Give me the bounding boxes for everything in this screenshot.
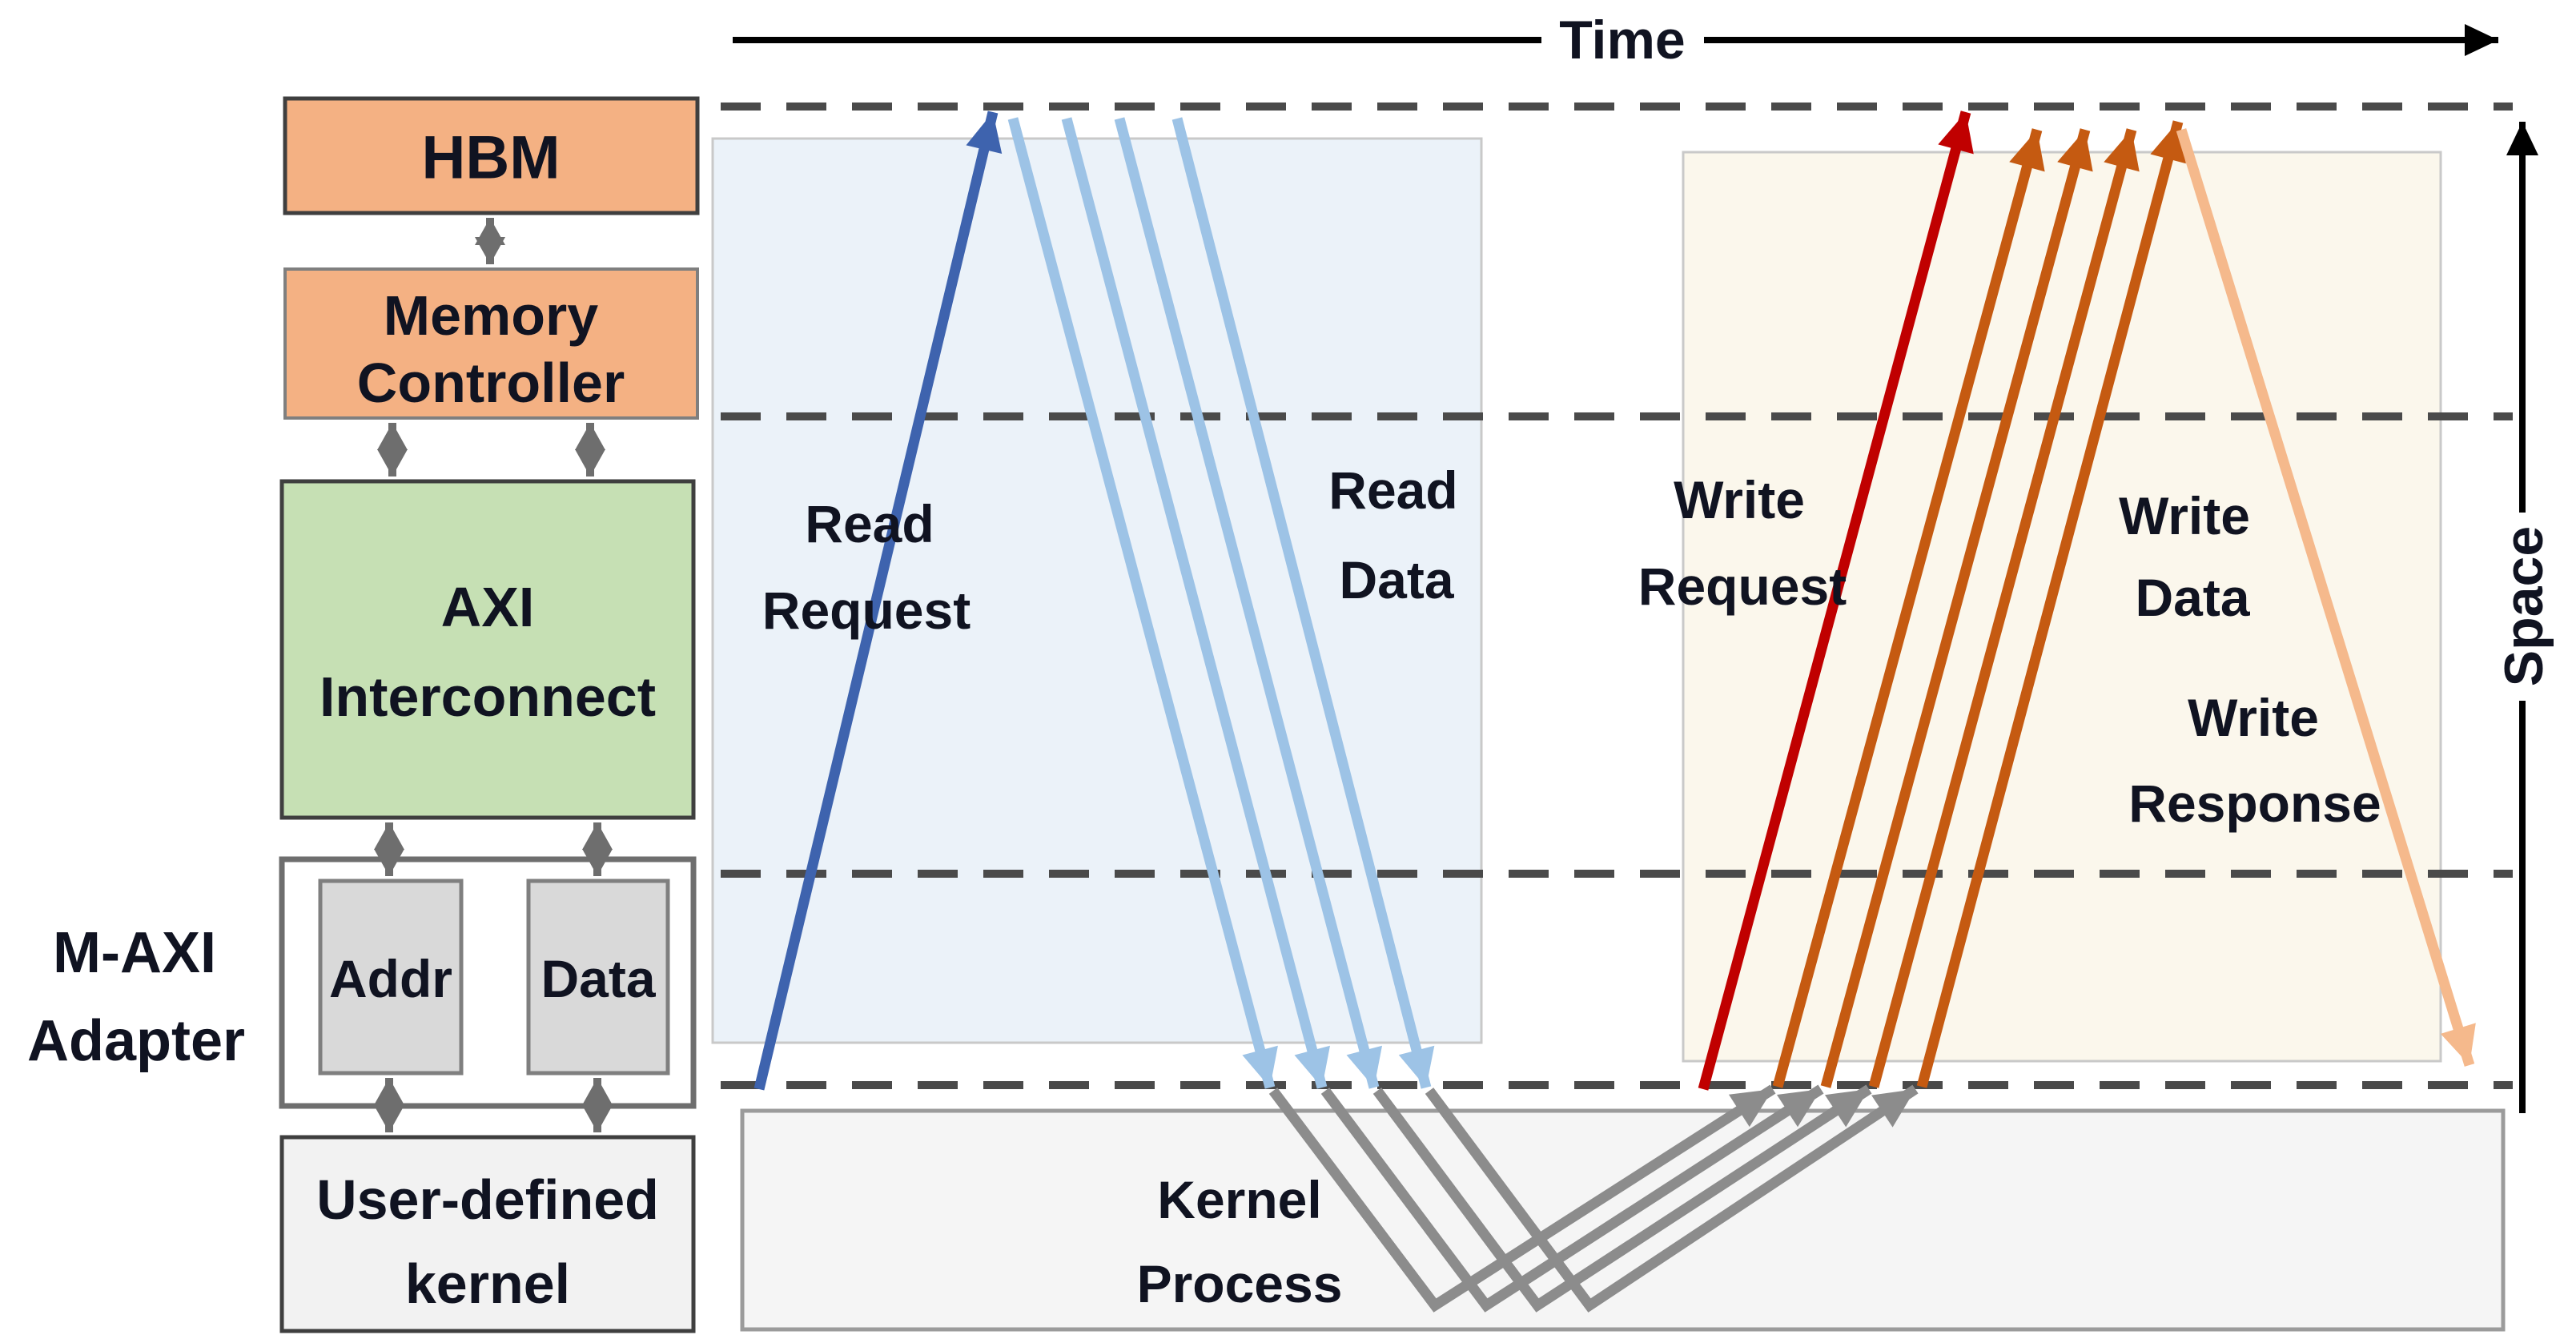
write-response-label-line2: Response <box>2128 774 2381 833</box>
write-response-label-line1: Write <box>2188 688 2319 747</box>
memory-stack: HBM Memory Controller AXI Interconnect A… <box>27 96 700 1333</box>
write-transaction-region <box>1682 151 2442 1063</box>
read-data-arrows <box>1007 117 1435 1089</box>
write-data-arrow <box>1868 128 2140 1088</box>
space-level-lines <box>721 103 2513 1089</box>
read-request-label-line1: Read <box>805 494 934 553</box>
stack-connectors <box>374 218 613 1132</box>
read-request-arrow <box>754 111 1003 1091</box>
read-data-arrow <box>1171 117 1435 1089</box>
read-data-label-line1: Read <box>1328 460 1457 520</box>
kernel-process-arrows <box>1268 1084 1919 1313</box>
kernel-process-label-line2: Process <box>1137 1254 1343 1313</box>
flow-labels: Read Request Read Data Write Request Wri… <box>762 460 2381 1313</box>
user-kernel-label-line1: User-defined <box>316 1168 659 1231</box>
read-data-arrow <box>1061 117 1331 1089</box>
read-data-label-line2: Data <box>1339 550 1454 609</box>
kernel-process-arrow <box>1425 1084 1919 1313</box>
axi-interconnect-label-line2: Interconnect <box>319 665 656 728</box>
kernel-process-label-line1: Kernel <box>1157 1170 1321 1229</box>
kernel-process-arrow <box>1268 1084 1776 1313</box>
read-request-label-line2: Request <box>762 581 971 640</box>
write-data-label-line2: Data <box>2135 568 2250 627</box>
write-data-arrows <box>1772 120 2186 1088</box>
addr-channel-block <box>318 879 464 1076</box>
space-axis: Space <box>2494 122 2554 1113</box>
time-axis-label: Time <box>1559 10 1685 70</box>
write-request-label-line2: Request <box>1638 557 1847 616</box>
time-axis: Time <box>733 10 2498 70</box>
write-request-arrow <box>1698 111 1974 1091</box>
memory-controller-label-line2: Controller <box>357 352 625 414</box>
write-request-label-line1: Write <box>1674 470 1805 529</box>
user-kernel-block <box>279 1135 696 1333</box>
memory-controller-block <box>283 267 699 420</box>
write-data-arrow <box>1916 120 2186 1088</box>
m-axi-adapter-label-line2: Adapter <box>27 1009 245 1073</box>
user-kernel-label-line2: kernel <box>405 1253 570 1315</box>
read-data-arrow <box>1007 117 1278 1089</box>
data-channel-block <box>526 879 670 1076</box>
hbm-label: HBM <box>421 124 560 192</box>
data-channel-label: Data <box>541 949 656 1008</box>
axi-interconnect-label-line1: AXI <box>441 576 535 638</box>
write-data-arrow <box>1772 128 2045 1088</box>
memory-controller-label-line1: Memory <box>384 284 598 347</box>
hbm-block <box>283 96 700 215</box>
m-axi-adapter-label-line1: M-AXI <box>53 921 216 985</box>
read-data-arrow <box>1114 117 1383 1089</box>
space-axis-label: Space <box>2494 526 2554 686</box>
axi-interconnect-block <box>279 479 696 820</box>
write-data-arrow <box>1820 128 2093 1088</box>
addr-channel-label: Addr <box>329 949 452 1008</box>
write-data-label-line1: Write <box>2119 486 2250 545</box>
kernel-process-arrow <box>1320 1084 1824 1313</box>
write-response-arrow <box>2176 128 2476 1067</box>
flow-arrows <box>754 111 2476 1313</box>
read-transaction-region <box>711 137 1483 1044</box>
kernel-process-arrow <box>1372 1084 1872 1313</box>
